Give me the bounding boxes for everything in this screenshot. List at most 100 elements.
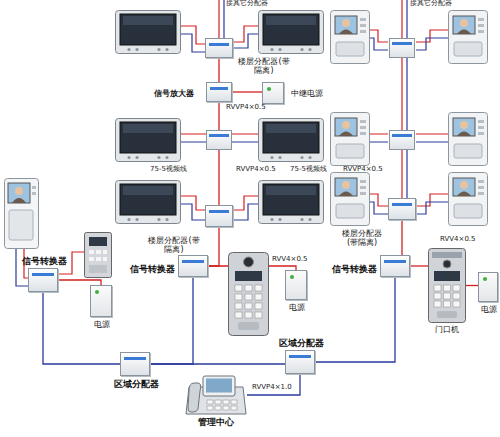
cable [315, 277, 395, 362]
speaker-grille [9, 210, 33, 240]
indoor-unit [5, 179, 39, 249]
door-header [432, 252, 462, 258]
door-key [103, 250, 107, 254]
indoor-unit [331, 11, 370, 64]
door-screen [235, 271, 262, 281]
cable [218, 58, 219, 82]
door-key [96, 257, 101, 261]
device-label: 管理中心 [181, 417, 251, 427]
indoor-unit [449, 113, 488, 166]
floor-distributor [390, 39, 415, 58]
cable [247, 374, 300, 395]
door-panel [85, 233, 112, 278]
distributor-box: 信号转换器 [178, 255, 208, 277]
console-keypad [207, 400, 237, 410]
video-monitor [116, 11, 181, 54]
face-image [12, 198, 26, 203]
wiring [16, 0, 448, 286]
device-label: 楼层分配器(带隔离) [146, 236, 202, 254]
device-label: 信号转换器 [17, 256, 71, 266]
indoor-unit-frame [5, 179, 39, 249]
distributor-box: 楼层分配器(带隔离) [205, 205, 233, 227]
door-station-outline [428, 248, 466, 323]
door-panel [229, 253, 269, 336]
distributor-box: 区域分配器 [285, 350, 315, 374]
door-station [229, 253, 269, 336]
power-led [267, 87, 271, 91]
video-wire [370, 30, 448, 206]
distributor-box: 区域分配器 [120, 352, 150, 376]
device-label: 门口机 [424, 325, 470, 334]
console-display-frame [203, 376, 235, 396]
power-led [290, 275, 294, 279]
door-speaker [89, 265, 107, 273]
cable [466, 285, 478, 286]
cable [410, 265, 428, 266]
cable-note: 接其它分配器 [410, 0, 452, 8]
indicator-strip [209, 210, 229, 213]
cable-label: RVV4×0.5 [272, 256, 308, 264]
power-supply-box: 电源 [285, 270, 307, 300]
door-screen [434, 271, 460, 281]
device-label: 楼层分配器(带隔离) [339, 229, 385, 247]
keypad [235, 285, 262, 318]
device-label: 信号放大器 [145, 89, 203, 98]
riser-wire [223, 0, 224, 38]
indicator-strip [210, 87, 228, 90]
indicator-strip [209, 43, 229, 46]
cable-note: 接其它分配器 [226, 0, 268, 8]
distributor-box: 楼层分配器(带隔离) [205, 38, 233, 58]
floor-distributor [207, 131, 232, 150]
door-key [89, 257, 94, 261]
door-camera [443, 260, 451, 268]
distributor-box: 信号转换器 [28, 268, 58, 292]
video-monitor [259, 11, 324, 54]
indicator-strip [384, 260, 406, 263]
riser-wire [218, 0, 219, 38]
distributor-box: 信号放大器 [206, 82, 232, 102]
power-supply-box: 电源 [478, 272, 498, 302]
cable [150, 277, 193, 364]
device-label: 楼层分配器(带隔离) [236, 57, 292, 75]
distributor-box: 信号转换器 [380, 255, 410, 277]
device-label: 信号转换器 [127, 264, 177, 274]
power-led [483, 277, 487, 281]
cable-note: RVVP4×0.5 [236, 166, 276, 174]
distributor-box: 楼层分配器(带隔离) [388, 198, 416, 220]
video-wire [181, 26, 258, 210]
video-monitor [259, 119, 324, 162]
cable-note: 75-5视频线 [290, 166, 327, 174]
management-console: 管理中心 [185, 375, 247, 415]
device-label: 信号转换器 [329, 264, 379, 274]
floor-distributor [390, 131, 415, 150]
cable [218, 102, 219, 205]
device-label: 中继电源 [289, 89, 325, 98]
keypad [434, 285, 460, 307]
video-monitor [259, 181, 324, 224]
door-station [85, 233, 112, 278]
console-screen [206, 379, 232, 393]
indoor-unit [449, 11, 488, 64]
device-label: 区域分配器 [109, 379, 163, 389]
door-panel [429, 249, 466, 323]
indicator-strip [182, 260, 204, 263]
indicator-strip [32, 273, 54, 276]
cable-label: RVV4×0.5 [440, 236, 476, 244]
console-handset [188, 383, 201, 412]
riser-wire [406, 0, 407, 198]
face-image [15, 187, 23, 195]
indicator-strip [124, 357, 146, 360]
indoor-unit [331, 113, 370, 166]
device-label: 电源 [282, 303, 312, 312]
signal-wire [16, 248, 28, 286]
door-speaker [437, 311, 457, 318]
video-monitor [116, 119, 181, 162]
cable-note: RVVP4×0.5 [226, 104, 266, 112]
cable [208, 227, 219, 266]
device-label: 电源 [87, 320, 117, 329]
cable-note: RVVP4×0.5 [343, 166, 383, 174]
cable-label: RVVP4×1.0 [252, 384, 292, 392]
indoor-unit-screen [8, 183, 30, 203]
device-label: 电源 [477, 305, 500, 314]
indicator-strip [392, 203, 412, 206]
